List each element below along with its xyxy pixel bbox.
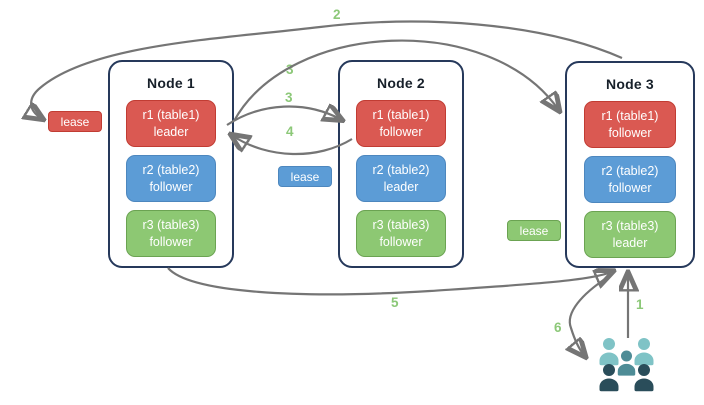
replica-role: follower <box>379 124 423 139</box>
replica-role: follower <box>379 234 423 249</box>
replica-r3-node1: r3 (table3) follower <box>126 210 216 257</box>
replica-label: r2 (table2) <box>142 163 200 178</box>
step-label-1: 1 <box>636 297 644 312</box>
replica-label: r3 (table3) <box>142 218 200 233</box>
replica-r1-node3: r1 (table1) follower <box>584 101 676 148</box>
replica-r2-node3: r2 (table2) follower <box>584 156 676 203</box>
replica-r2-node2: r2 (table2) leader <box>356 155 446 202</box>
replica-r1-node1: r1 (table1) leader <box>126 100 216 147</box>
node-title: Node 2 <box>377 75 425 91</box>
node-1: Node 1 r1 (table1) leader r2 (table2) fo… <box>108 60 234 268</box>
replica-role: follower <box>608 125 652 140</box>
replica-role: follower <box>608 180 652 195</box>
replica-role: leader <box>153 124 189 139</box>
step-label-6: 6 <box>554 320 562 335</box>
replica-label: r1 (table1) <box>142 108 200 123</box>
replica-label: r3 (table3) <box>372 218 430 233</box>
arrow-step-3-to-node2 <box>226 107 340 126</box>
step-label-5: 5 <box>391 295 399 310</box>
replica-label: r1 (table1) <box>601 109 659 124</box>
replica-role: leader <box>612 235 648 250</box>
replica-label: r2 (table2) <box>372 163 430 178</box>
lease-badge-red: lease <box>48 111 102 132</box>
arrow-step-5 <box>167 267 611 296</box>
users-group-icon <box>599 338 654 392</box>
step-label-4: 4 <box>286 124 294 139</box>
replica-r1-node2: r1 (table1) follower <box>356 100 446 147</box>
replica-label: r2 (table2) <box>601 164 659 179</box>
replica-r2-node1: r2 (table2) follower <box>126 155 216 202</box>
step-label-2: 2 <box>333 7 341 22</box>
node-title: Node 3 <box>606 76 654 92</box>
node-title: Node 1 <box>147 75 195 91</box>
node-2: Node 2 r1 (table1) follower r2 (table2) … <box>338 60 464 268</box>
replica-role: follower <box>149 234 193 249</box>
replica-r3-node2: r3 (table3) follower <box>356 210 446 257</box>
replica-r3-node3: r3 (table3) leader <box>584 211 676 258</box>
step-label-3b: 3 <box>285 90 293 105</box>
step-label-3a: 3 <box>286 62 294 77</box>
lease-badge-green: lease <box>507 220 561 241</box>
node-3: Node 3 r1 (table1) follower r2 (table2) … <box>565 61 695 268</box>
replica-role: leader <box>383 179 419 194</box>
replica-label: r3 (table3) <box>601 219 659 234</box>
replica-label: r1 (table1) <box>372 108 430 123</box>
replica-role: follower <box>149 179 193 194</box>
lease-badge-blue: lease <box>278 166 332 187</box>
